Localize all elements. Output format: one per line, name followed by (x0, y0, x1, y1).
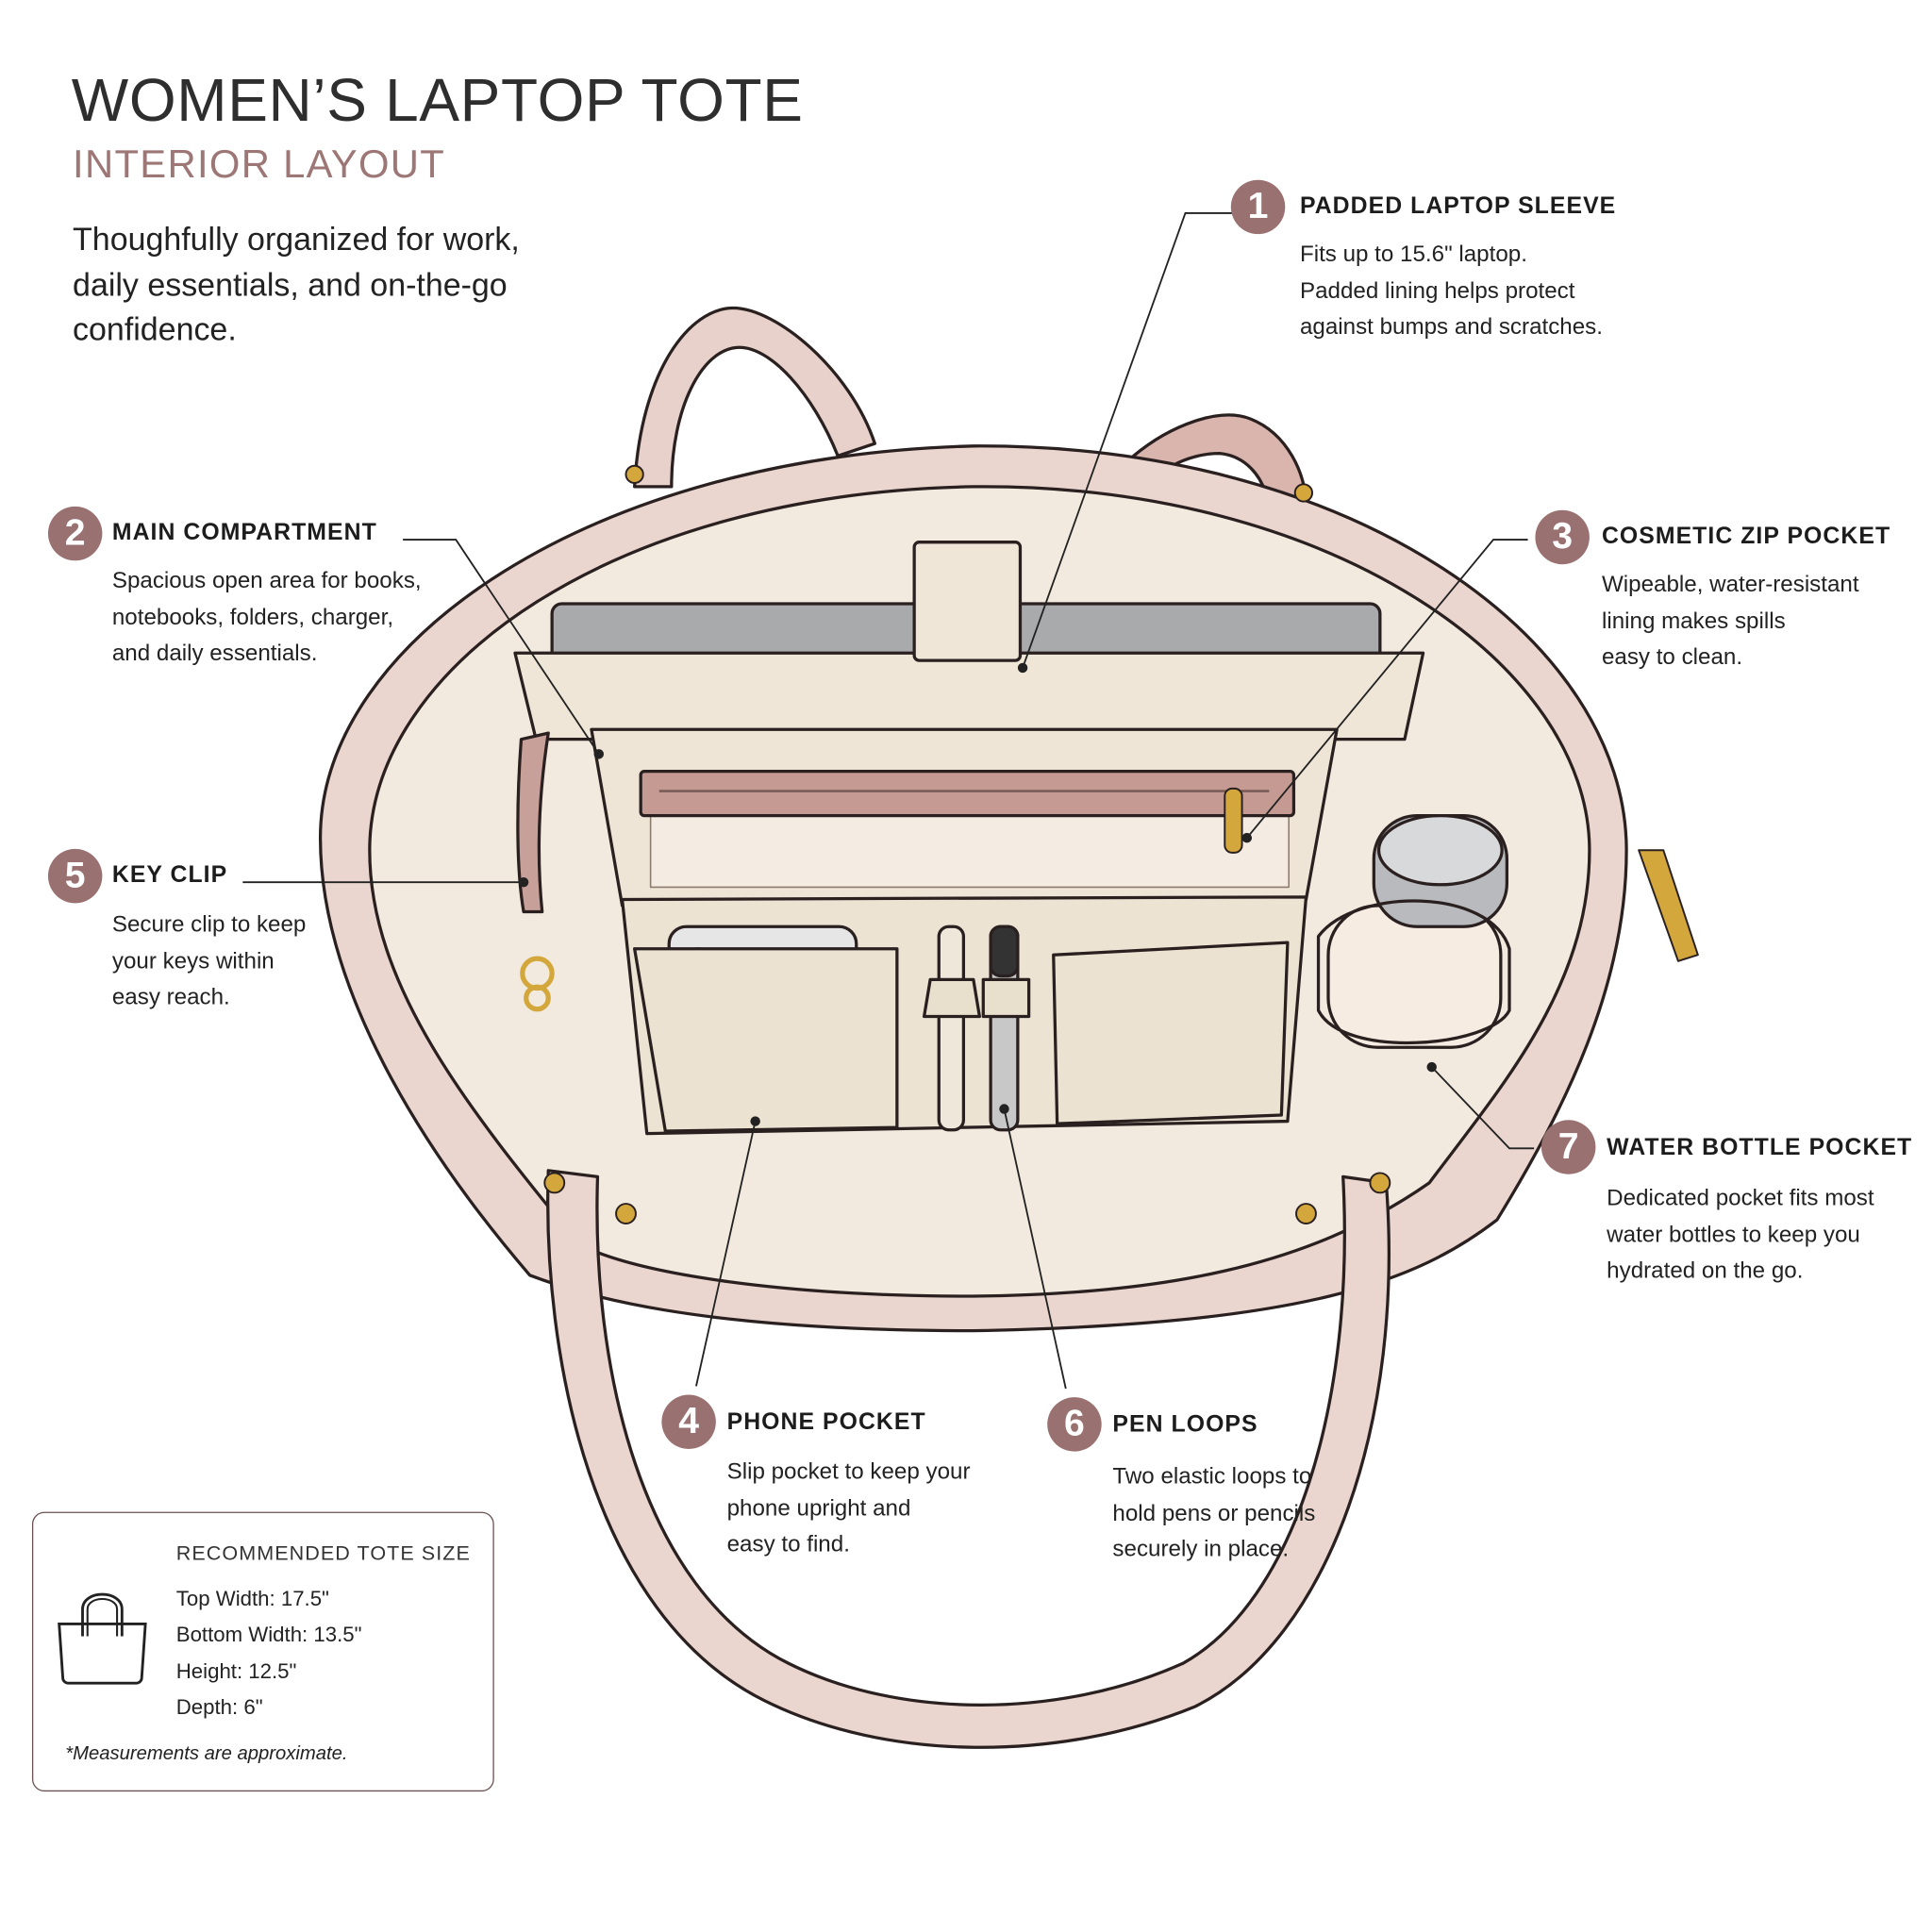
leader-7 (1431, 1066, 1535, 1150)
leader-4 (695, 1121, 757, 1387)
badge-1: 1 (1230, 179, 1286, 235)
intro-line: confidence. (73, 310, 237, 348)
size-height: Height: 12.5" (175, 1659, 297, 1684)
sleeve-tab (912, 541, 1023, 662)
right-organizer-pocket (1052, 941, 1290, 1125)
phone-pocket (633, 947, 899, 1133)
leader-6 (1003, 1108, 1067, 1390)
callout-title-phone-pocket: PHONE POCKET (726, 1409, 926, 1436)
size-heading: RECOMMENDED TOTE SIZE (175, 1542, 471, 1565)
badge-6: 6 (1047, 1397, 1102, 1452)
page-title: WOMEN’S LAPTOP TOTE (71, 67, 804, 135)
size-top-width: Top Width: 17.5" (175, 1587, 329, 1611)
badge-2: 2 (47, 506, 103, 561)
tote-bag-icon (58, 1592, 147, 1685)
callout-title-water-bottle-pocket: WATER BOTTLE POCKET (1607, 1134, 1913, 1161)
intro-line: Thoughfully organized for work, (73, 220, 520, 258)
leader-1 (1022, 212, 1233, 669)
size-note: *Measurements are approximate. (65, 1743, 348, 1765)
outer-zipper-pull (1638, 849, 1699, 962)
back-handle-left (633, 306, 876, 489)
page-subtitle: INTERIOR LAYOUT (73, 142, 446, 187)
leader-lines (242, 212, 1535, 1390)
leader-3 (1246, 539, 1528, 839)
callout-desc-main-compartment: Spacious open area for books,notebooks, … (111, 566, 422, 666)
callout-title-main-compartment: MAIN COMPARTMENT (111, 520, 377, 546)
callout-desc-laptop-sleeve: Fits up to 15.6" laptop.Padded lining he… (1299, 240, 1603, 340)
pen-gold (937, 924, 966, 1132)
zip-pull (1224, 787, 1243, 854)
laptop-sleeve (513, 651, 1425, 741)
badge-7: 7 (1541, 1120, 1596, 1174)
key-strap (516, 731, 550, 914)
size-bottom-width: Bottom Width: 13.5" (175, 1623, 362, 1646)
badge-5: 5 (47, 848, 103, 904)
size-depth: Depth: 6" (175, 1695, 263, 1720)
bottle-pocket (1316, 899, 1511, 1045)
leader-dots (518, 662, 1437, 1126)
callout-title-key-clip: KEY CLIP (111, 862, 228, 889)
pen-loops (922, 977, 1031, 1019)
callout-title-laptop-sleeve: PADDED LAPTOP SLEEVE (1299, 193, 1617, 220)
intro-line: daily essentials, and on-the-go (73, 265, 508, 303)
badge-3: 3 (1535, 509, 1590, 565)
recommended-size-box: RECOMMENDED TOTE SIZE Top Width: 17.5" B… (31, 1511, 494, 1792)
callout-title-pen-loops: PEN LOOPS (1112, 1411, 1258, 1439)
callout-title-cosmetic-zip-pocket: COSMETIC ZIP POCKET (1601, 524, 1891, 550)
intro-text: Thoughfully organized for work, daily es… (73, 217, 615, 352)
leader-2 (403, 539, 600, 755)
zip-strip (639, 769, 1296, 818)
badge-4: 4 (661, 1394, 716, 1449)
